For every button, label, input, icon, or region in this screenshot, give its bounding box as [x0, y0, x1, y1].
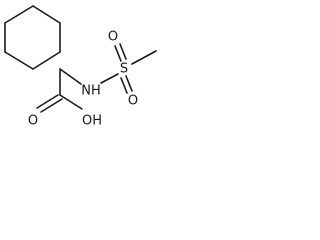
atom-label-oh: OH	[82, 114, 102, 129]
chemical-structure-diagram: NH S O O O OH	[4, 5, 157, 129]
s-o-top-double-bond	[114, 43, 127, 62]
ring-bond	[32, 51, 61, 70]
atom-label-nh: NH	[81, 84, 101, 99]
atom-label-o-top: O	[108, 30, 118, 45]
c-oh-bond	[59, 94, 83, 110]
ring-bond	[32, 5, 61, 24]
atom-label-o-carbonyl: O	[28, 114, 38, 129]
s-o-bottom-double-bond	[120, 75, 133, 94]
cyclohexane-ring	[4, 5, 61, 70]
s-methyl-bond	[131, 50, 157, 65]
atom-label-s: S	[120, 62, 128, 77]
c-n-bond	[59, 68, 82, 85]
n-s-bond	[100, 73, 119, 84]
ring-bond	[4, 51, 34, 70]
ring-bond	[4, 5, 34, 24]
atom-label-o-bottom: O	[128, 94, 138, 109]
carbonyl-double-bond	[36, 94, 63, 113]
